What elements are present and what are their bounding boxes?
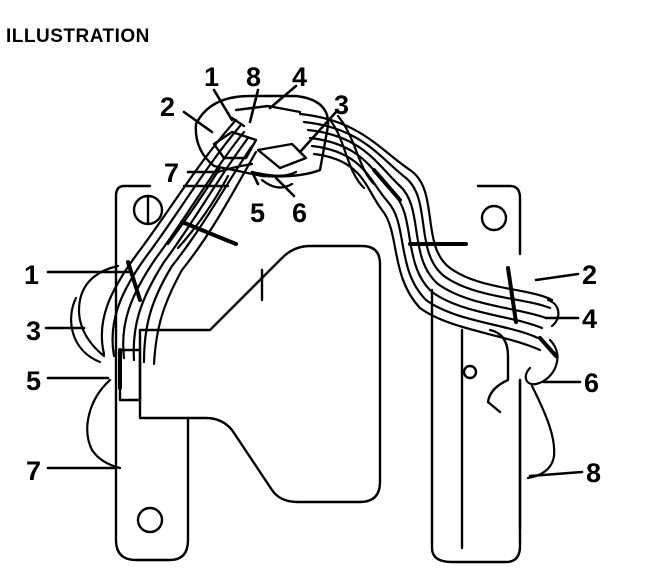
leader-lines	[44, 84, 584, 478]
callout-right-4: 4	[582, 304, 597, 334]
right-bank-inner	[460, 328, 510, 550]
callout-top-7: 7	[164, 158, 179, 188]
callout-top-5: 5	[250, 198, 265, 228]
callout-right-2: 2	[582, 260, 597, 290]
right-mid-bolt	[462, 364, 478, 380]
callout-top-1: 1	[204, 62, 219, 92]
left-clip-2	[180, 220, 238, 246]
right-bank-cover	[430, 184, 522, 564]
callout-left-3: 3	[26, 316, 41, 346]
engine-outline	[114, 184, 522, 564]
callout-top-4: 4	[292, 62, 307, 92]
right-clip-4	[538, 336, 558, 358]
callout-top-6: 6	[292, 198, 307, 228]
right-upper-bolt	[480, 204, 508, 232]
centre-wires	[216, 162, 298, 189]
callout-left-7: 7	[26, 456, 41, 486]
callout-left-5: 5	[26, 366, 41, 396]
left-bank-cover	[114, 184, 190, 562]
callout-top-8: 8	[246, 62, 261, 92]
intake-plenum	[138, 244, 382, 504]
right-clip-3	[506, 266, 518, 324]
right-clip-1	[372, 168, 402, 202]
left-wire-bundle	[70, 118, 258, 470]
distributor-cap	[194, 94, 330, 178]
right-wire-bundle	[298, 112, 560, 480]
left-clip-1	[126, 260, 142, 302]
callout-top-2: 2	[160, 92, 175, 122]
callout-top-3: 3	[334, 90, 349, 120]
callout-right-8: 8	[586, 458, 601, 488]
diagram-title: ILLUSTRATION	[6, 26, 150, 47]
callout-left-1: 1	[24, 260, 39, 290]
callout-numbers: 1 3 5 7 2 4 6 8 1 8 4 2 3 7 5 6	[24, 62, 601, 488]
callout-right-6: 6	[584, 368, 599, 398]
left-lower-bolt	[136, 506, 164, 534]
